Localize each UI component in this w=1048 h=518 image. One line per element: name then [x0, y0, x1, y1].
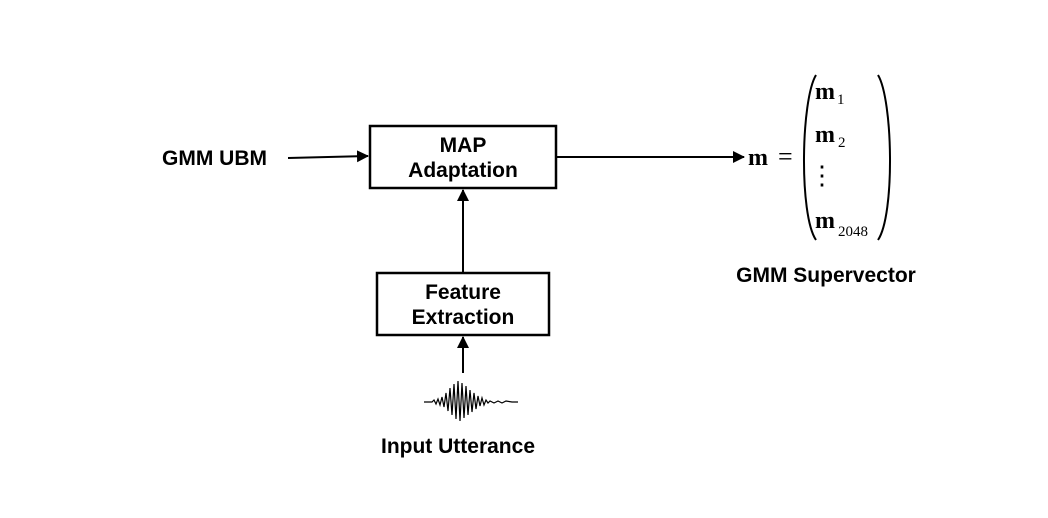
gmm-ubm-label: GMM UBM	[162, 147, 267, 170]
map-adaptation-label-line2: Adaptation	[408, 159, 518, 182]
vector-entry-2-subscript: 2	[838, 135, 846, 151]
vector-entry-1-subscript: 1	[837, 92, 845, 108]
vertical-ellipsis: ⋮	[809, 161, 835, 190]
feature-extraction-label-line2: Extraction	[412, 306, 515, 329]
gmm-supervector-caption: GMM Supervector	[736, 264, 916, 287]
vector-entry-2-base: m	[815, 122, 835, 148]
map-adaptation-label-line1: MAP	[440, 134, 487, 157]
map-adaptation-block: MAP Adaptation	[368, 124, 558, 190]
left-parenthesis	[803, 74, 817, 241]
feature-extraction-label-line1: Feature	[425, 281, 501, 304]
right-parenthesis	[877, 74, 891, 241]
input-utterance-label: Input Utterance	[381, 435, 535, 458]
map-adaptation-box	[368, 124, 558, 190]
speech-waveform-icon	[424, 380, 518, 422]
equals-sign: =	[778, 142, 793, 171]
ubm-to-map-arrow	[287, 150, 369, 163]
vector-entry-1-base: m	[815, 79, 835, 105]
feature-extraction-box	[375, 271, 551, 337]
vector-entry-2048-subscript: 2048	[838, 224, 868, 240]
feature-extraction-block: Feature Extraction	[375, 271, 551, 337]
supervector-symbol: m	[748, 145, 768, 171]
vector-entry-2048-base: m	[815, 208, 835, 234]
